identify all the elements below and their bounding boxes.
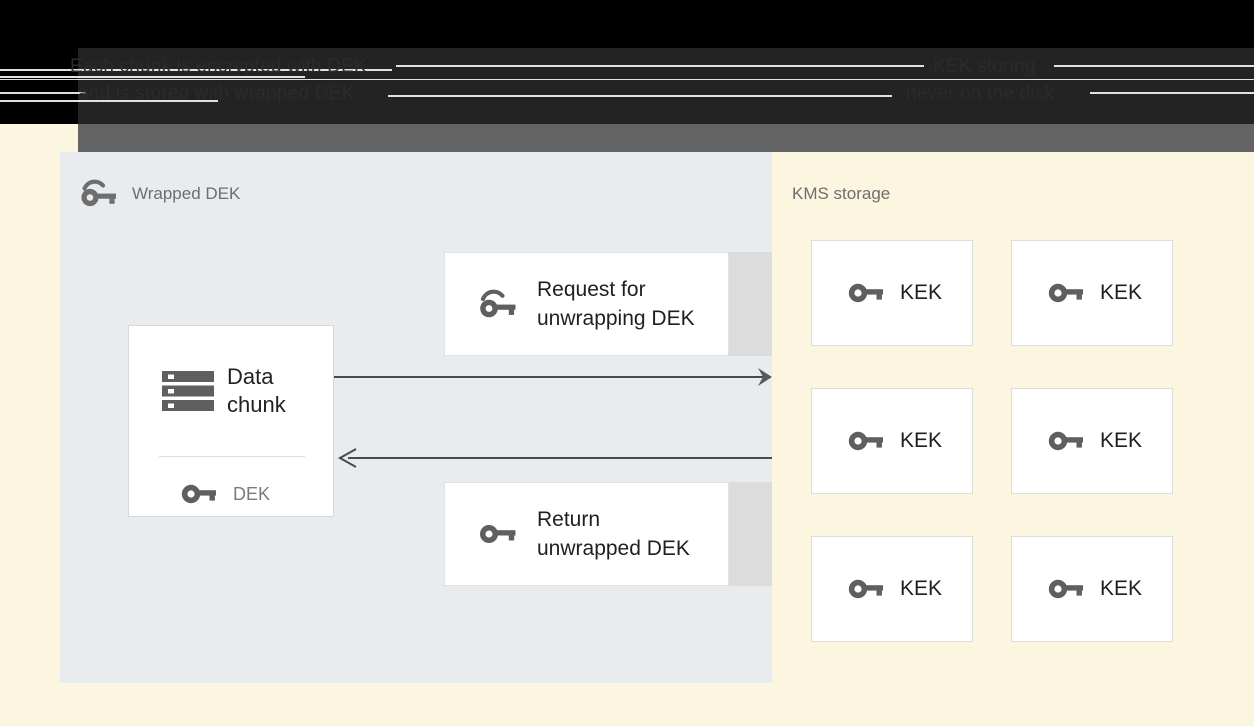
data-chunk-icon (161, 369, 215, 413)
key-icon (477, 517, 523, 551)
kek-card[interactable]: KEK (811, 536, 973, 642)
banner-highlight-line (388, 95, 892, 97)
banner-highlight-line (0, 76, 305, 78)
kek-card[interactable]: KEK (811, 388, 973, 494)
request-unwrapping-dek-card[interactable]: Request for unwrapping DEK (444, 252, 729, 356)
banner-text-right-line1: KEK storing (933, 56, 1036, 77)
banner-text-right-line2: never on the disk (906, 83, 1055, 104)
banner-highlight-line (0, 92, 86, 94)
kek-label: KEK (1100, 429, 1143, 452)
data-chunk-card[interactable]: Data chunk DEK (128, 325, 334, 517)
data-chunk-dek-label: DEK (233, 483, 271, 504)
banner-text-left-line2: and is stored with wrapped DEK (78, 83, 355, 104)
banner-highlight-line (0, 69, 392, 71)
wrapped-key-icon (477, 287, 523, 321)
data-chunk-dek-row: DEK (129, 474, 335, 514)
banner-text-left-line1: Each chunk is encrypted with DEK (70, 56, 367, 77)
banner-plate (0, 48, 1254, 124)
sub-banner-notch (0, 124, 78, 152)
kms-storage-title: KMS storage (792, 184, 891, 203)
banner-highlight-line (1054, 65, 1254, 67)
data-chunk-label: Data chunk (227, 363, 286, 419)
kek-card[interactable]: KEK (811, 240, 973, 346)
key-icon (1048, 427, 1086, 455)
wrapped-dek-title: Wrapped DEK (132, 184, 241, 203)
banner-plate-left-notch (0, 48, 78, 124)
key-icon (1048, 575, 1086, 603)
return-text-line2: unwrapped DEK (537, 537, 690, 560)
kek-label: KEK (900, 429, 943, 452)
kek-label: KEK (900, 577, 943, 600)
key-icon (848, 575, 886, 603)
diagram-stage: Wrapped DEK KMS storage Data ch (0, 152, 1254, 726)
return-text-line1: Return (537, 508, 601, 531)
key-icon (1048, 279, 1086, 307)
kek-card[interactable]: KEK (1011, 536, 1173, 642)
kek-label: KEK (900, 281, 943, 304)
banner-highlight-line (0, 79, 1254, 80)
banner-highlight-line (1090, 92, 1254, 94)
sub-banner-bar (0, 124, 1254, 152)
request-text-line2: unwrapping DEK (537, 307, 695, 330)
return-unwrapped-dek-card[interactable]: Return unwrapped DEK (444, 482, 729, 586)
request-text-line1: Request for (537, 278, 646, 301)
wrapped-key-icon (78, 178, 122, 208)
data-chunk-label-line2: chunk (227, 392, 286, 417)
data-chunk-divider (159, 456, 305, 457)
data-chunk-header: Data chunk (129, 352, 335, 430)
kek-label: KEK (1100, 281, 1143, 304)
request-message-band (729, 252, 772, 356)
key-icon (848, 427, 886, 455)
banner-highlight-line (0, 100, 218, 102)
return-message-band (729, 482, 772, 586)
kek-card[interactable]: KEK (1011, 240, 1173, 346)
kek-label: KEK (1100, 577, 1143, 600)
banner-highlight-line (396, 65, 924, 67)
kek-card[interactable]: KEK (1011, 388, 1173, 494)
data-chunk-label-line1: Data (227, 364, 274, 389)
key-icon (848, 279, 886, 307)
top-banner: Each chunk is encrypted with DEK and is … (0, 0, 1254, 124)
key-icon (181, 481, 219, 507)
return-unwrapped-dek-text: Return unwrapped DEK (537, 505, 690, 563)
request-unwrapping-dek-text: Request for unwrapping DEK (537, 275, 695, 333)
